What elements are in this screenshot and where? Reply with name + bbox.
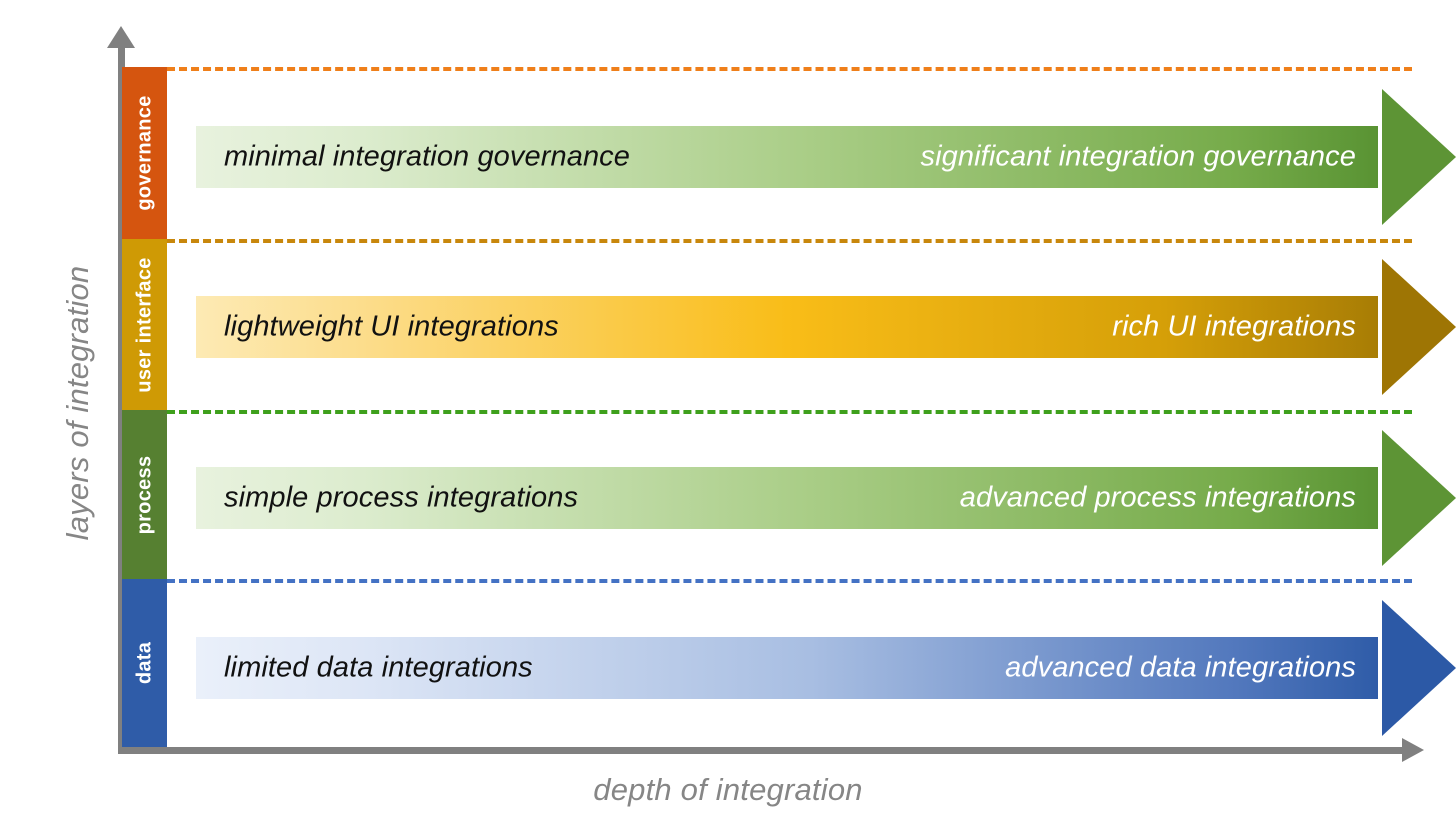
x-axis-arrowhead-icon xyxy=(1402,738,1424,762)
arrow-band-data[interactable]: limited data integrations advanced data … xyxy=(196,600,1456,736)
arrow-end-label: advanced data integrations xyxy=(1005,651,1356,684)
arrow-shaft xyxy=(196,296,1378,358)
arrow-shaft xyxy=(196,126,1378,188)
separator-governance-ui xyxy=(167,239,1412,243)
layer-tab-label: process xyxy=(133,455,155,534)
layer-tab-data[interactable]: data xyxy=(122,579,167,747)
arrow-start-label: lightweight UI integrations xyxy=(224,310,559,343)
separator-process-data xyxy=(167,579,1412,583)
arrow-band-process[interactable]: simple process integrations advanced pro… xyxy=(196,430,1456,566)
layer-tab-label: user interface xyxy=(133,256,155,393)
x-axis-title: depth of integration xyxy=(593,772,863,807)
arrow-head-icon xyxy=(1382,600,1456,736)
arrow-head-icon xyxy=(1382,259,1456,395)
layer-tab-process[interactable]: process xyxy=(122,410,167,579)
arrow-head-icon xyxy=(1382,89,1456,225)
arrow-end-label: rich UI integrations xyxy=(1112,310,1356,343)
arrow-shaft xyxy=(196,637,1378,699)
y-axis-arrowhead-icon xyxy=(107,26,135,48)
y-axis-title: layers of integration xyxy=(60,265,95,541)
layer-tab-governance[interactable]: governance xyxy=(122,67,167,239)
layer-tab-label: governance xyxy=(133,95,155,211)
layer-tab-user-interface[interactable]: user interface xyxy=(122,239,167,410)
y-axis-line xyxy=(118,42,125,754)
separator-ui-process xyxy=(167,410,1412,414)
arrow-start-label: limited data integrations xyxy=(224,651,533,684)
arrow-shaft xyxy=(196,467,1378,529)
x-axis-line xyxy=(118,747,1408,754)
arrow-head-icon xyxy=(1382,430,1456,566)
arrow-band-user-interface[interactable]: lightweight UI integrations rich UI inte… xyxy=(196,259,1456,395)
arrow-start-label: simple process integrations xyxy=(224,481,579,514)
arrow-end-label: advanced process integrations xyxy=(959,481,1356,514)
arrow-band-governance[interactable]: minimal integration governance significa… xyxy=(196,89,1456,225)
arrow-end-label: significant integration governance xyxy=(920,140,1356,173)
layer-tab-label: data xyxy=(133,641,155,685)
arrow-start-label: minimal integration governance xyxy=(224,140,630,173)
separator-governance-top xyxy=(167,67,1412,71)
